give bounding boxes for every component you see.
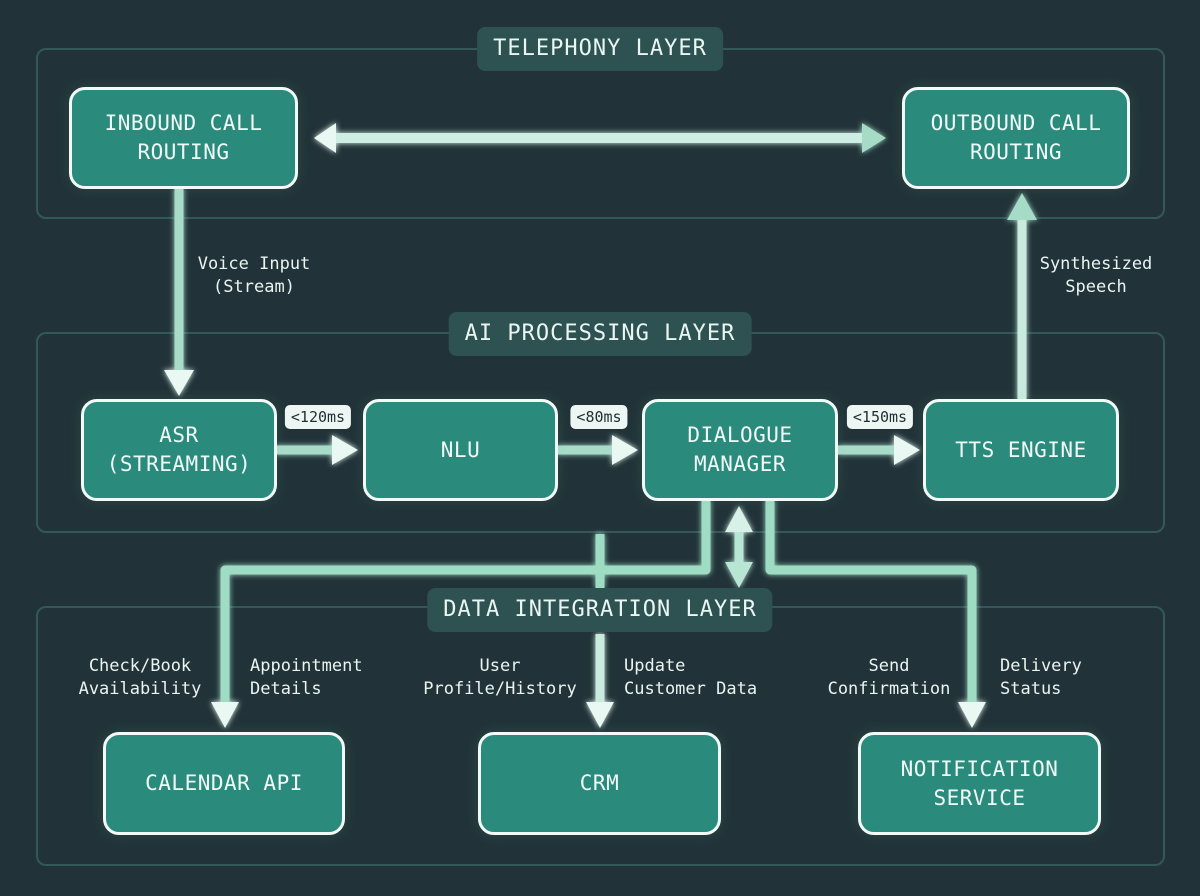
crm-node[interactable]: CRM xyxy=(478,732,721,835)
arrow-nlu-dialogue xyxy=(557,435,638,465)
nlu-node[interactable]: NLU xyxy=(363,399,558,501)
send-confirmation-label: Send Confirmation xyxy=(827,656,951,699)
latency-nlu-dialogue: <80ms xyxy=(570,405,628,429)
arrow-dialogue-calendar xyxy=(211,500,711,728)
arrow-dialogue-tts xyxy=(838,435,920,465)
arrow-voice-input xyxy=(164,188,194,396)
user-profile-history-label: User Profile/History xyxy=(423,656,577,699)
latency-asr-nlu: <120ms xyxy=(284,405,352,429)
check-book-availability-label: Check/Book Availability xyxy=(78,656,202,699)
data-integration-layer-label: DATA INTEGRATION LAYER xyxy=(427,588,773,632)
arrow-synthesized-speech xyxy=(1007,193,1037,400)
ai-processing-layer-label: AI PROCESSING LAYER xyxy=(448,312,752,356)
telephony-layer-label: TELEPHONY LAYER xyxy=(477,27,723,71)
notification-service-node[interactable]: NOTIFICATION SERVICE xyxy=(858,732,1101,835)
dialogue-manager-node[interactable]: DIALOGUE MANAGER xyxy=(642,399,838,501)
inbound-call-routing-node[interactable]: INBOUND CALL ROUTING xyxy=(69,87,298,189)
update-customer-data-label: Update Customer Data xyxy=(624,656,758,699)
arrow-inbound-outbound xyxy=(314,123,886,153)
arrow-dialogue-crm xyxy=(586,534,614,728)
tts-engine-node[interactable]: TTS ENGINE xyxy=(923,399,1119,501)
latency-dialogue-tts: <150ms xyxy=(846,405,914,429)
asr-streaming-node[interactable]: ASR (STREAMING) xyxy=(81,399,277,501)
arrow-dialogue-data-bidirectional xyxy=(725,506,753,588)
delivery-status-label: Delivery Status xyxy=(1000,656,1082,699)
calendar-api-node[interactable]: CALENDAR API xyxy=(103,732,345,835)
voice-input-label: Voice Input (Stream) xyxy=(197,254,311,297)
arrow-asr-nlu xyxy=(276,435,358,465)
arrow-dialogue-notification xyxy=(765,500,986,728)
synthesized-speech-label: Synthesized Speech xyxy=(1039,254,1153,297)
outbound-call-routing-node[interactable]: OUTBOUND CALL ROUTING xyxy=(902,87,1130,189)
appointment-details-label: Appointment Details xyxy=(250,656,363,699)
